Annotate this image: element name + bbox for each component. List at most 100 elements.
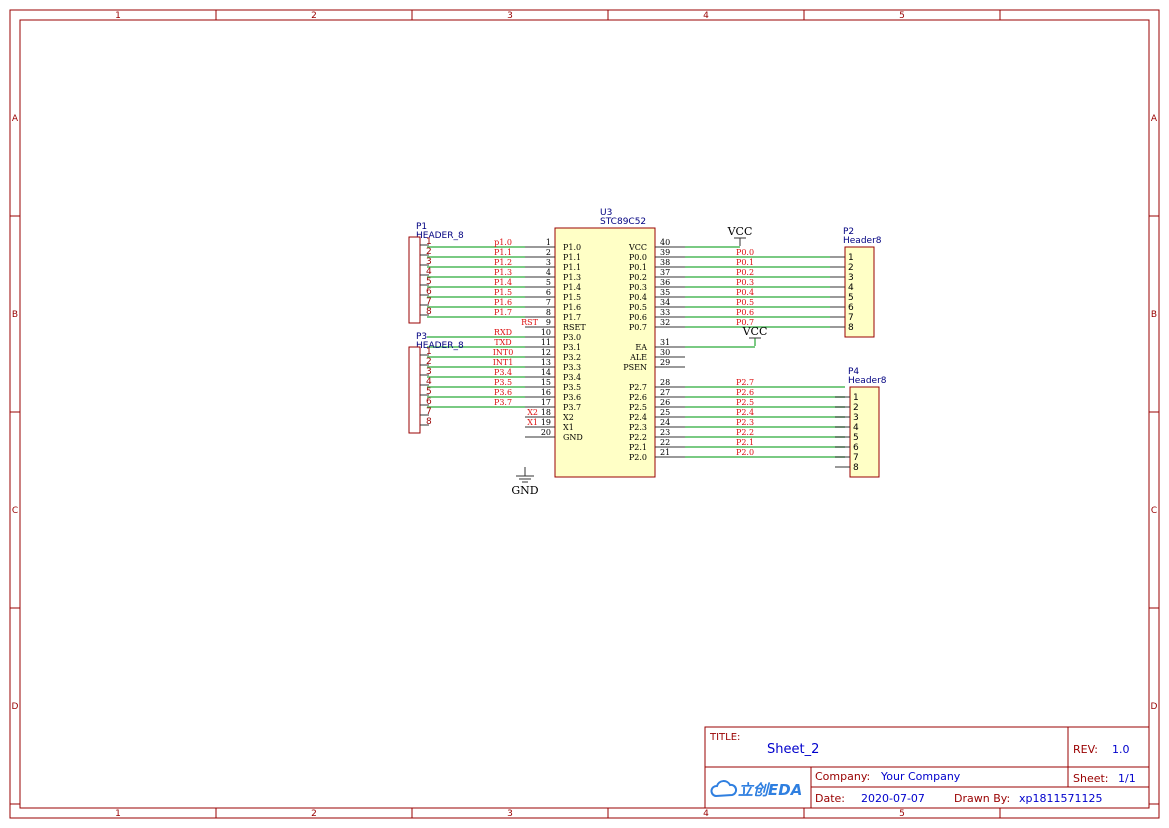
header-pin-number: 4 [848, 283, 854, 293]
u3-designator: U3 [600, 208, 612, 218]
pin-number: 34 [660, 298, 670, 307]
pin-number: 16 [541, 388, 551, 397]
pin-number: 17 [541, 398, 551, 407]
header-value: HEADER_8 [416, 341, 464, 351]
header-designator: P4 [848, 367, 859, 377]
header-pin-number: 6 [426, 397, 432, 407]
pin-number: 27 [660, 388, 670, 397]
title-label: TITLE: [709, 732, 740, 743]
drawn-by-value: xp1811571125 [1019, 792, 1102, 805]
net-label: P3.5 [494, 378, 512, 387]
net-label: P0.2 [736, 268, 754, 277]
frame-row-label-left: C [12, 506, 18, 516]
header-body [408, 346, 421, 434]
header-pin-number: 7 [426, 297, 432, 307]
net-label: P1.7 [494, 308, 512, 317]
header-body [849, 386, 880, 478]
header-pin-number: 6 [426, 287, 432, 297]
u3-left-pin: 8P1.7P1.7 [427, 308, 581, 322]
pin-number: 18 [541, 408, 551, 417]
header-pin-number: 2 [853, 403, 859, 413]
header-designator: P1 [416, 222, 427, 232]
pin-name: P0.4 [629, 293, 647, 302]
pin-name: P3.4 [563, 373, 581, 382]
pin-name: P0.6 [629, 313, 647, 322]
net-label: p1.0 [494, 238, 512, 247]
net-label: RST [521, 318, 539, 327]
pin-name: VCC [628, 243, 647, 252]
pin-number: 33 [660, 308, 670, 317]
pin-number: 31 [660, 338, 670, 347]
header-pin-number: 3 [853, 413, 859, 423]
net-label: P2.6 [736, 388, 754, 397]
pin-name: P1.5 [563, 293, 581, 302]
pin-name: RSET [563, 323, 586, 332]
pin-name: P0.3 [629, 283, 647, 292]
pin-number: 32 [660, 318, 670, 327]
net-label: P1.5 [494, 288, 512, 297]
date-label: Date: [815, 792, 845, 805]
net-label: P2.7 [736, 378, 754, 387]
net-label: P0.6 [736, 308, 754, 317]
pin-number: 37 [660, 268, 670, 277]
header-pin-number: 5 [426, 387, 432, 397]
net-label: P1.2 [494, 258, 512, 267]
pin-number: 26 [660, 398, 670, 407]
header-pin-number: 8 [848, 323, 854, 333]
net-label: P2.3 [736, 418, 754, 427]
company-label: Company: [815, 770, 870, 783]
pin-number: 21 [660, 448, 670, 457]
header-pin-number: 7 [426, 407, 432, 417]
pin-name: P0.1 [629, 263, 647, 272]
header-pin-number: 2 [426, 247, 432, 257]
pin-name: P2.5 [629, 403, 647, 412]
pin-name: X1 [563, 423, 574, 432]
net-label: P0.5 [736, 298, 754, 307]
header-pin-number: 8 [426, 417, 432, 427]
pin-name: X2 [563, 413, 574, 422]
pin-number: 40 [660, 238, 670, 247]
frame-col-label-top: 4 [703, 11, 709, 21]
net-label: P0.3 [736, 278, 754, 287]
frame-col-label-top: 3 [507, 11, 513, 21]
pin-name: P2.2 [629, 433, 647, 442]
pin-number: 19 [541, 418, 551, 427]
pin-number: 7 [546, 298, 551, 307]
pin-name: PSEN [623, 363, 647, 372]
header-pin-number: 7 [848, 313, 854, 323]
frame-row-label-right: C [1151, 506, 1157, 516]
header-pin-number: 3 [426, 257, 432, 267]
pin-name: P0.5 [629, 303, 647, 312]
pin-name: P1.1 [563, 253, 581, 262]
pin-number: 6 [546, 288, 551, 297]
header-pin-number: 4 [426, 377, 432, 387]
net-label: RXD [494, 328, 512, 337]
header-value: Header8 [843, 236, 882, 246]
pin-number: 36 [660, 278, 670, 287]
net-label: P2.2 [736, 428, 754, 437]
header-pin-number: 6 [853, 443, 859, 453]
pin-name: P0.2 [629, 273, 647, 282]
pin-number: 12 [541, 348, 551, 357]
pin-name: P0.7 [629, 323, 647, 332]
header-pin-number: 5 [426, 277, 432, 287]
pin-number: 20 [541, 428, 551, 437]
header-pin-number: 5 [853, 433, 859, 443]
u3-chip[interactable]: U3STC89C521P1.0p1.02P1.1P1.13P1.1P1.24P1… [427, 208, 845, 478]
